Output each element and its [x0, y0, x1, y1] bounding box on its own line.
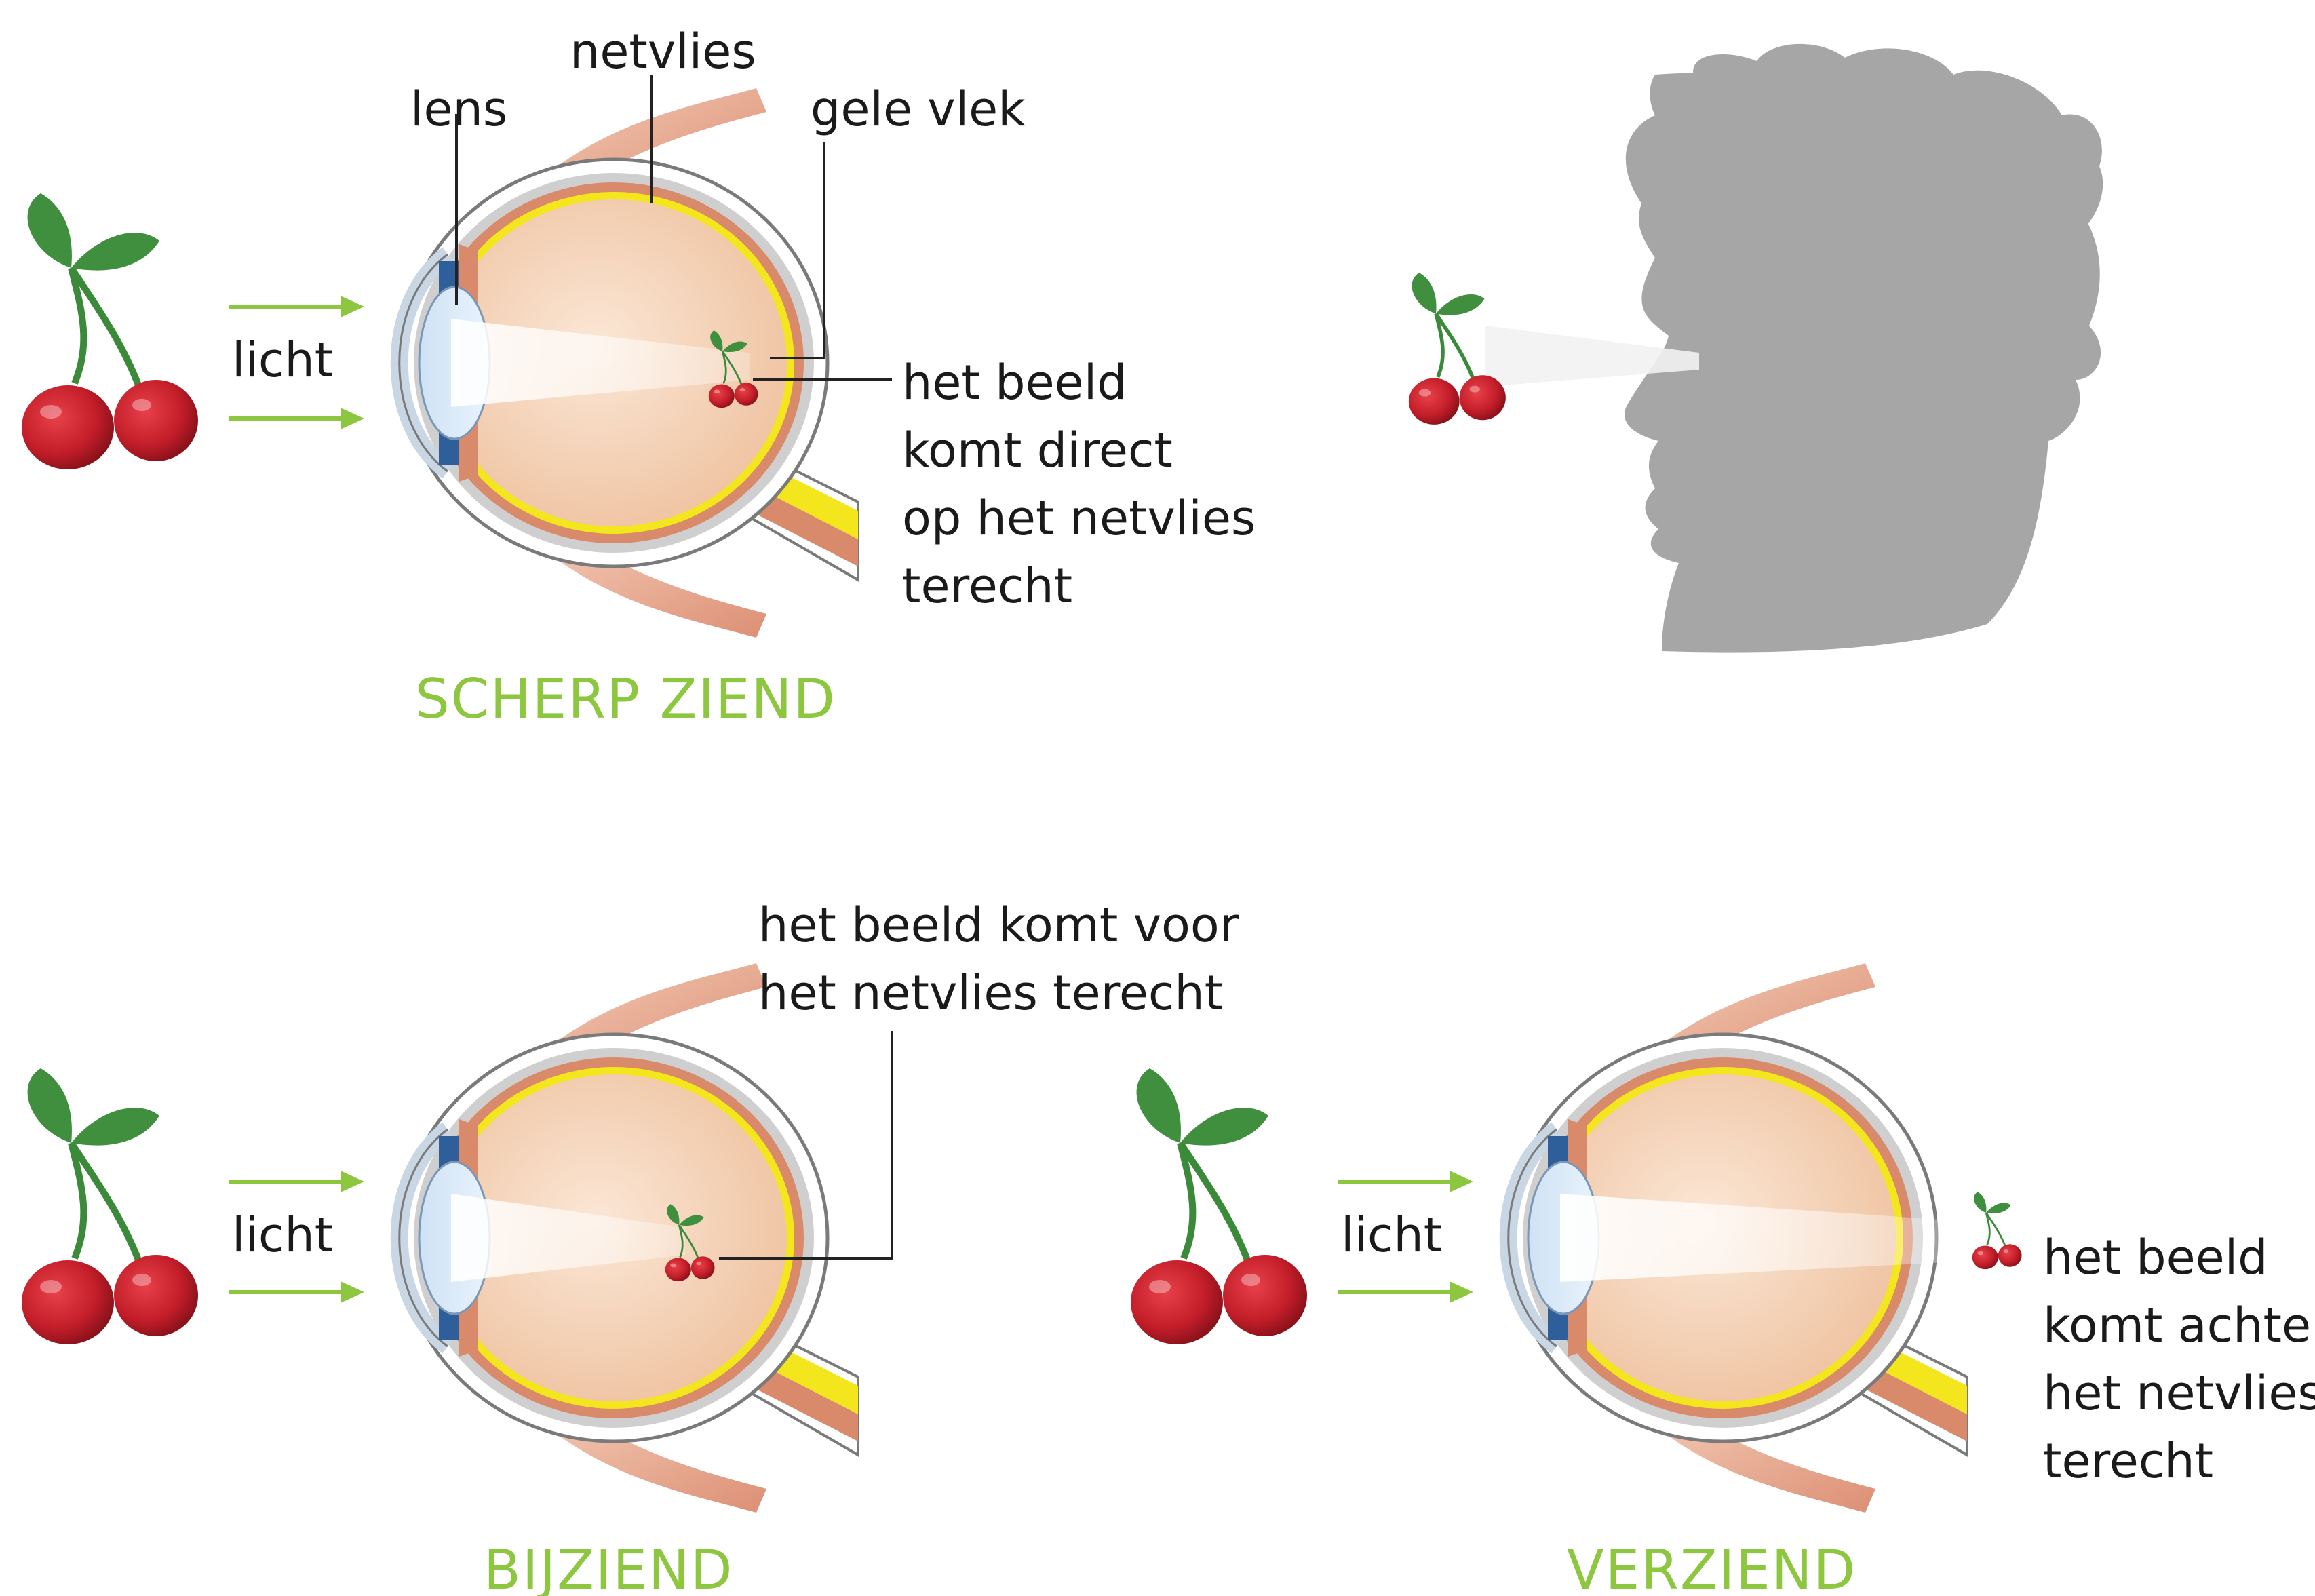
panel-title: BIJZIEND: [484, 1538, 733, 1596]
panel-normal: licht lens netvlies gele vlek het beeld …: [22, 24, 1256, 731]
cherry-icon: [22, 1068, 198, 1344]
panel-myopia: licht het beeld komt voor het netvlies t…: [22, 897, 1239, 1596]
caption-line-2: het netvlies terecht: [758, 965, 1223, 1021]
caption-line-1: het beeld: [2043, 1230, 2268, 1285]
caption-line-1: het beeld: [902, 355, 1127, 410]
cherry-icon: [1131, 1068, 1307, 1344]
caption-line-2: komt achter: [2043, 1298, 2315, 1353]
light-arrow-lower: [229, 1281, 364, 1303]
cherry-icon: [22, 193, 198, 469]
lens-label: lens: [410, 81, 507, 137]
caption-line-1: het beeld komt voor: [758, 897, 1239, 953]
yellow-spot-label: gele vlek: [811, 81, 1026, 137]
light-label: licht: [232, 1207, 333, 1263]
caption-line-2: komt direct: [902, 423, 1173, 478]
light-arrow-upper: [1338, 1171, 1473, 1192]
retina-label: netvlies: [570, 24, 756, 79]
image-cherry-icon: [1972, 1192, 2022, 1269]
caption-line-4: terecht: [2043, 1433, 2213, 1489]
light-arrow-upper: [229, 1171, 364, 1192]
light-arrow-upper: [229, 296, 364, 317]
light-arrow-lower: [229, 408, 364, 429]
light-label: licht: [1341, 1207, 1442, 1263]
caption-line-3: op het netvlies: [902, 490, 1256, 546]
panel-title: VERZIEND: [1567, 1538, 1856, 1596]
caption-line-4: terecht: [902, 558, 1072, 614]
panel-hyperopia: licht het beeld komt achter het netvlies…: [1131, 963, 2315, 1596]
light-arrow-lower: [1338, 1281, 1473, 1303]
panel-title: SCHERP ZIEND: [415, 667, 836, 731]
head-illustration: [1409, 44, 2103, 653]
light-label: licht: [232, 332, 333, 388]
caption-line-3: het netvlies: [2043, 1365, 2315, 1421]
